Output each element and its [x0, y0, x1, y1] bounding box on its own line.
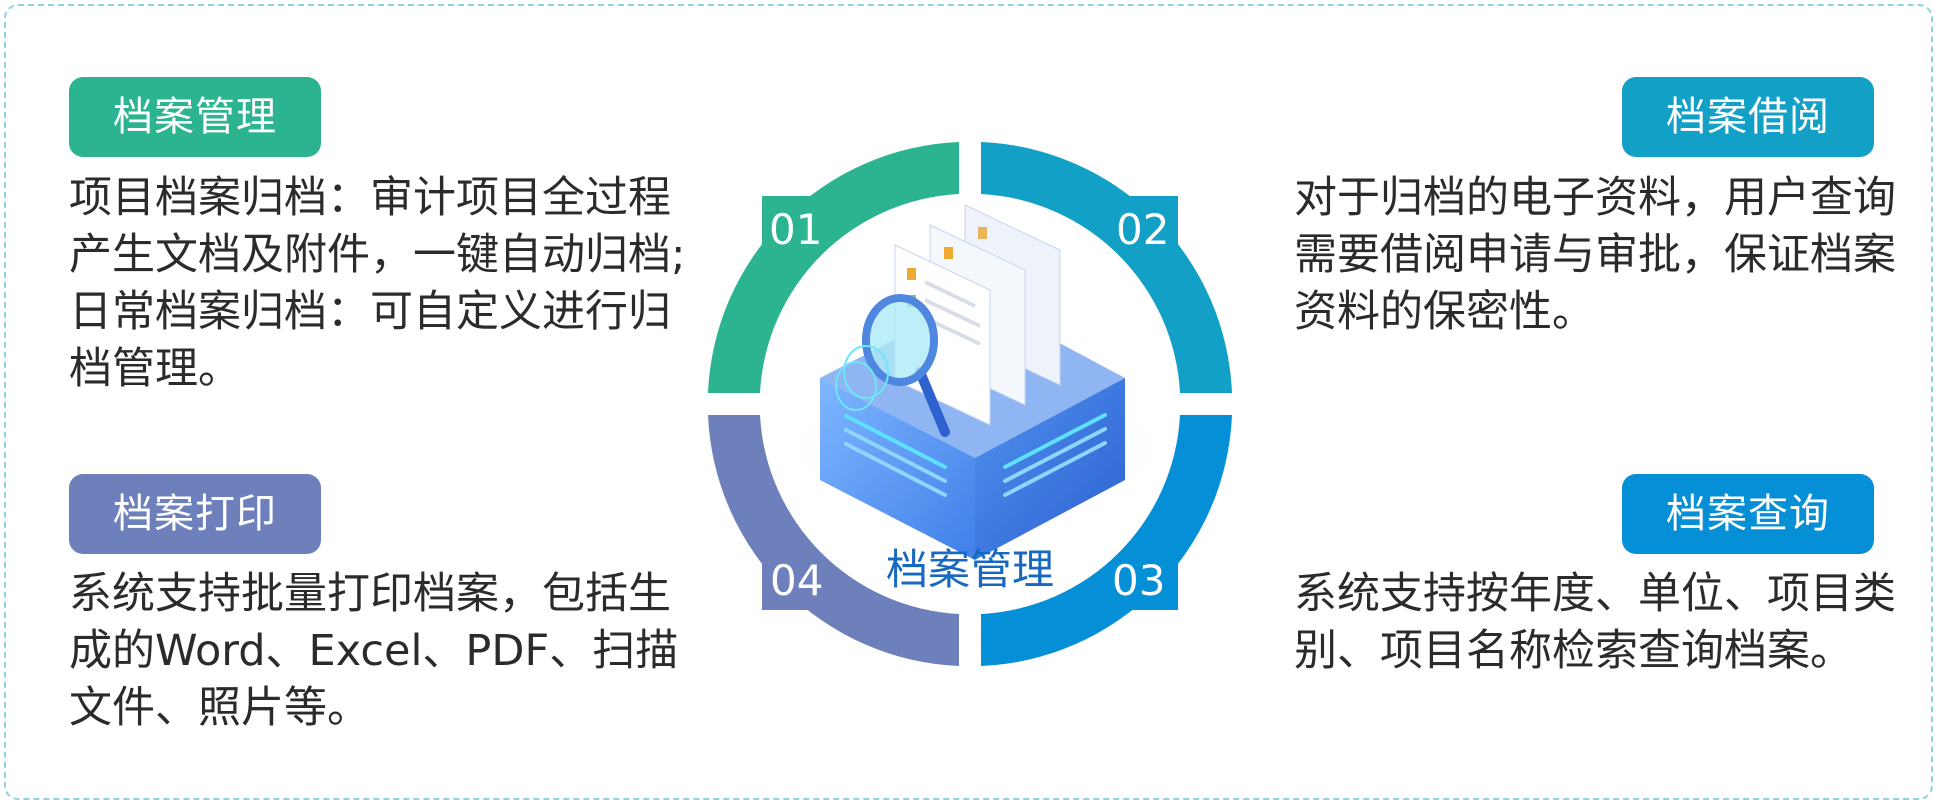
desc-line: 对于归档的电子资料，用户查询 [1294, 173, 1896, 223]
number-01: 01 [769, 205, 822, 254]
ring-segment-02 [981, 142, 1232, 393]
tab-04 [762, 558, 824, 610]
desc-line: 资料的保密性。 [1294, 287, 1595, 337]
desc-line: 文件、照片等。 [69, 683, 370, 733]
desc-line: 产生文档及附件，一键自动归档; [69, 230, 686, 280]
desc-archive-management: 项目档案归档：审计项目全过程 产生文档及附件，一键自动归档; 日常档案归档：可自… [69, 170, 686, 398]
badge-archive-print: 档案打印 [69, 474, 321, 554]
number-02: 02 [1116, 205, 1169, 254]
badge-archive-query: 档案查询 [1622, 474, 1874, 554]
number-04: 04 [770, 556, 823, 605]
desc-line: 日常档案归档：可自定义进行归 [69, 287, 671, 337]
center-label: 档案管理 [885, 545, 1054, 594]
ring-segment-01 [708, 142, 959, 393]
dashed-frame [4, 4, 1933, 800]
archive-box-magnifier-icon [775, 204, 1175, 560]
ring-segment-03 [981, 415, 1232, 666]
desc-line: 需要借阅申请与审批，保证档案 [1294, 230, 1896, 280]
desc-archive-print: 系统支持批量打印档案，包括生 成的Word、Excel、PDF、扫描 文件、照片… [69, 566, 678, 737]
desc-line: 系统支持按年度、单位、项目类 [1294, 569, 1896, 619]
badge-archive-management: 档案管理 [69, 77, 321, 157]
desc-line: 档管理。 [69, 344, 241, 394]
desc-archive-query: 系统支持按年度、单位、项目类 别、项目名称检索查询档案。 [1294, 566, 1896, 680]
desc-line: 别、项目名称检索查询档案。 [1294, 626, 1853, 676]
desc-line: 项目档案归档：审计项目全过程 [69, 173, 671, 223]
desc-line: 系统支持批量打印档案，包括生 [69, 569, 671, 619]
desc-archive-borrow: 对于归档的电子资料，用户查询 需要借阅申请与审批，保证档案 资料的保密性。 [1294, 170, 1896, 341]
ring-segment-04 [708, 415, 959, 666]
desc-line: 成的Word、Excel、PDF、扫描 [69, 626, 679, 676]
tab-01 [762, 196, 824, 248]
number-03: 03 [1112, 556, 1165, 605]
tab-02 [1116, 196, 1178, 248]
tab-03 [1116, 558, 1178, 610]
badge-archive-borrow: 档案借阅 [1622, 77, 1874, 157]
